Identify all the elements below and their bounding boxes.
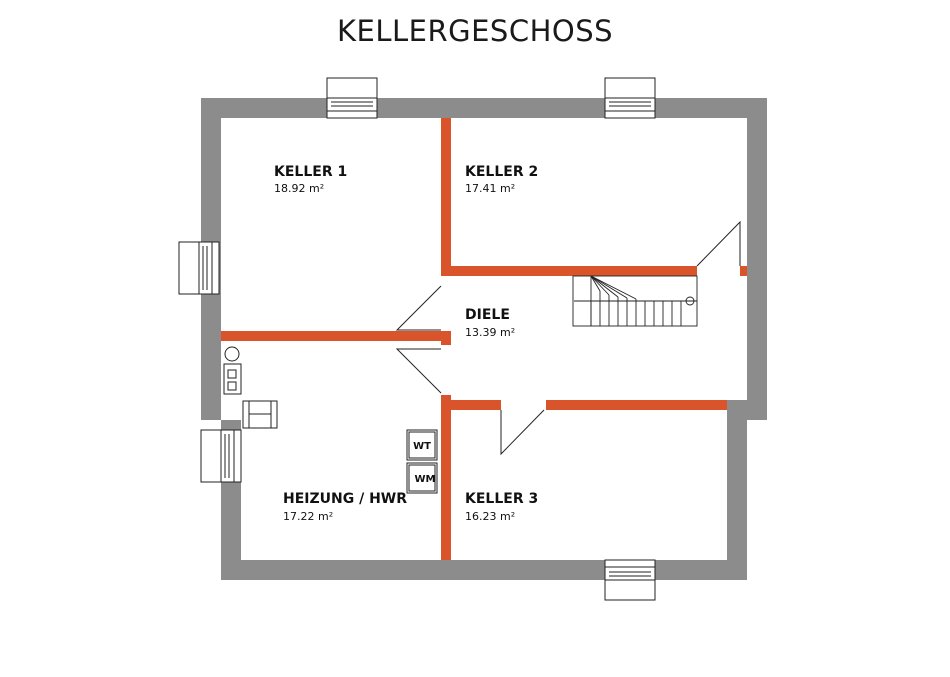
- door-keller2: [696, 220, 741, 267]
- wall-heizung-diele-stub: [441, 331, 451, 345]
- doors: [395, 220, 741, 456]
- wall-keller2-diele: [451, 266, 697, 276]
- tank-icon: [242, 400, 278, 429]
- boiler-round-icon: [224, 346, 240, 362]
- window-heizung-left: [200, 429, 242, 483]
- window-keller1-left: [178, 241, 220, 295]
- door-keller1: [395, 285, 442, 331]
- appliance-wt-box: [406, 429, 438, 461]
- window-keller1-top: [326, 77, 378, 119]
- wall-diele-keller3-left: [451, 400, 501, 410]
- door-keller3: [500, 409, 545, 456]
- room-keller2-name: KELLER 2: [465, 164, 538, 180]
- room-keller3-name: KELLER 3: [465, 491, 538, 507]
- wall-heizung-keller3: [441, 395, 451, 560]
- room-keller2-area: 17.41 m²: [465, 182, 515, 195]
- room-keller1-name: KELLER 1: [274, 164, 347, 180]
- door-heizung: [395, 348, 442, 394]
- wall-diele-keller3-right: [546, 400, 727, 410]
- staircase: [572, 275, 698, 327]
- window-keller2-top: [604, 77, 656, 119]
- room-heizung-area: 17.22 m²: [283, 510, 333, 523]
- heating-equipment: [223, 346, 278, 429]
- appliance-wm-box: [406, 462, 438, 494]
- windows: [178, 77, 656, 601]
- wall-keller1-keller2: [441, 118, 451, 276]
- room-keller3-area: 16.23 m²: [465, 510, 515, 523]
- inner-walls: [221, 118, 747, 560]
- appliances: WT WM: [406, 429, 438, 494]
- appliance-wm-label: WM: [415, 474, 436, 485]
- room-diele-area: 13.39 m²: [465, 326, 515, 339]
- room-labels: KELLER 1 18.92 m² KELLER 2 17.41 m² DIEL…: [274, 164, 538, 523]
- appliance-wt-label: WT: [413, 441, 431, 452]
- room-heizung-name: HEIZUNG / HWR: [283, 491, 407, 507]
- room-keller1-area: 18.92 m²: [274, 182, 324, 195]
- window-keller3-bottom: [604, 559, 656, 601]
- wall-keller2-diele-stub: [740, 266, 747, 276]
- plan-title: KELLERGESCHOSS: [336, 14, 614, 48]
- room-diele-name: DIELE: [465, 307, 510, 323]
- wall-keller1-heizung: [221, 331, 442, 341]
